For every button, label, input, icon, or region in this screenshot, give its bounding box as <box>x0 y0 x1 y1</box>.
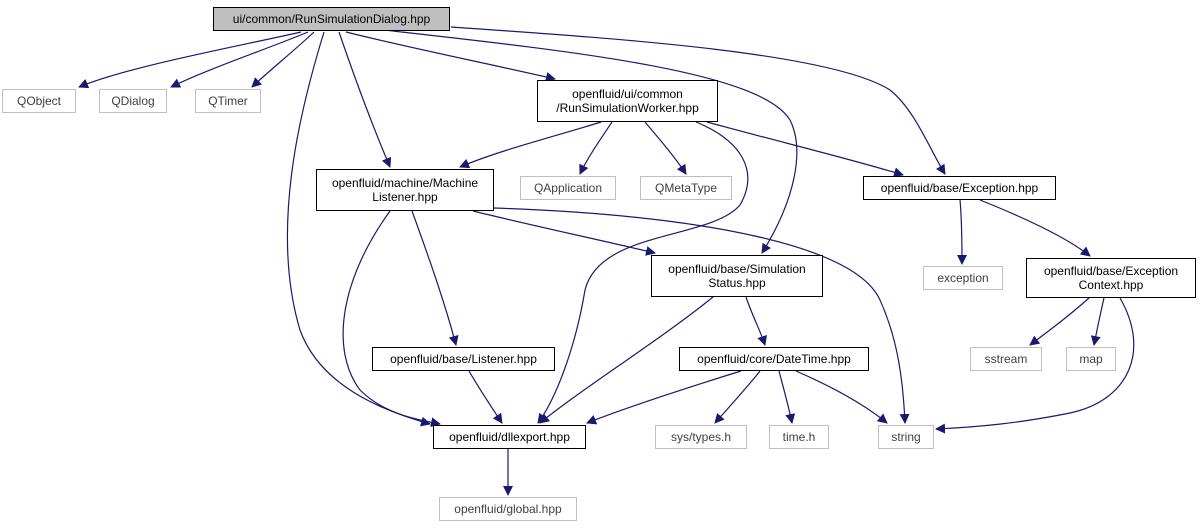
node-label: QObject <box>16 94 61 108</box>
node-timeh[interactable]: time.h <box>769 425 829 449</box>
edge-root-to-dllexport <box>286 31 431 427</box>
node-label: QDialog <box>111 94 155 108</box>
node-qapp[interactable]: QApplication <box>520 176 616 200</box>
node-exception[interactable]: exception <box>923 266 1003 290</box>
node-label: sstream <box>984 352 1028 366</box>
node-sstream[interactable]: sstream <box>970 347 1042 371</box>
node-label: QTimer <box>208 94 248 108</box>
node-label: exception <box>937 271 989 285</box>
edge-excontext-to-sstream <box>1029 297 1090 346</box>
edge-worker-to-qmeta <box>644 121 687 175</box>
edge-datetime-to-systypes <box>714 370 761 424</box>
edge-machine-to-string <box>493 207 910 424</box>
node-label: openfluid/base/Exception Context.hpp <box>1043 264 1179 292</box>
edge-machine-to-listener <box>411 210 459 346</box>
edge-listener-to-dllexport <box>468 370 503 424</box>
node-excontext[interactable]: openfluid/base/Exception Context.hpp <box>1026 258 1196 298</box>
node-label: openfluid/base/Simulation Status.hpp <box>668 262 806 290</box>
edge-root-to-qobject <box>78 31 302 89</box>
node-label: string <box>891 430 921 444</box>
node-listener[interactable]: openfluid/base/Listener.hpp <box>372 347 555 371</box>
node-map[interactable]: map <box>1066 347 1116 371</box>
node-simstatus[interactable]: openfluid/base/Simulation Status.hpp <box>651 255 823 297</box>
node-label: QMetaType <box>654 181 718 195</box>
node-label: map <box>1079 352 1103 366</box>
edge-worker-to-qapp <box>579 121 613 175</box>
node-exception_hpp[interactable]: openfluid/base/Exception.hpp <box>863 176 1056 200</box>
edge-root-to-machine <box>338 31 392 168</box>
node-label: openfluid/core/DateTime.hpp <box>697 352 851 366</box>
edge-datetime-to-timeh <box>778 370 796 424</box>
edge-worker-to-exception_hpp <box>706 121 904 178</box>
node-qdialog[interactable]: QDialog <box>99 89 167 113</box>
node-label: openfluid/global.hpp <box>454 502 562 516</box>
edge-datetime-to-dllexport <box>586 370 742 425</box>
node-datetime[interactable]: openfluid/core/DateTime.hpp <box>679 347 869 371</box>
node-label: QApplication <box>533 181 603 195</box>
edge-simstatus-to-datetime <box>745 296 767 346</box>
node-root[interactable]: ui/common/RunSimulationDialog.hpp <box>213 7 450 31</box>
edge-datetime-to-string <box>795 370 888 424</box>
edge-worker-to-machine <box>459 121 602 169</box>
edge-simstatus-to-dllexport <box>539 296 714 424</box>
node-global[interactable]: openfluid/global.hpp <box>439 497 577 521</box>
node-qobject[interactable]: QObject <box>2 89 76 113</box>
edge-root-to-simstatus <box>374 28 798 254</box>
node-label: openfluid/ui/common /RunSimulationWorker… <box>556 87 699 115</box>
edge-exception_hpp-to-excontext <box>979 199 1091 257</box>
node-label: openfluid/base/Listener.hpp <box>390 352 537 366</box>
node-label: sys/types.h <box>670 430 732 444</box>
edge-exception_hpp-to-exception <box>956 199 967 265</box>
node-label: openfluid/base/Exception.hpp <box>880 181 1039 195</box>
edge-root-to-exception_hpp <box>450 26 946 175</box>
node-label: ui/common/RunSimulationDialog.hpp <box>232 12 431 26</box>
node-label: openfluid/machine/Machine Listener.hpp <box>331 176 479 204</box>
edge-root-to-qtimer <box>251 31 315 88</box>
node-qmeta[interactable]: QMetaType <box>640 176 732 200</box>
edge-excontext-to-string <box>935 297 1135 434</box>
edge-machine-to-simstatus <box>472 210 656 256</box>
node-machine[interactable]: openfluid/machine/Machine Listener.hpp <box>316 169 494 211</box>
node-systypes[interactable]: sys/types.h <box>655 425 747 449</box>
edge-excontext-to-map <box>1090 297 1105 346</box>
edge-machine-to-dllexport <box>342 210 441 428</box>
node-qtimer[interactable]: QTimer <box>195 89 261 113</box>
node-label: time.h <box>782 430 816 444</box>
node-dllexport[interactable]: openfluid/dllexport.hpp <box>433 425 586 449</box>
edge-root-to-worker <box>345 31 556 82</box>
node-label: openfluid/dllexport.hpp <box>449 430 570 444</box>
edge-root-to-qdialog <box>170 31 309 88</box>
node-string[interactable]: string <box>878 425 934 449</box>
edge-worker-to-dllexport <box>537 121 749 424</box>
node-worker[interactable]: openfluid/ui/common /RunSimulationWorker… <box>537 80 718 122</box>
